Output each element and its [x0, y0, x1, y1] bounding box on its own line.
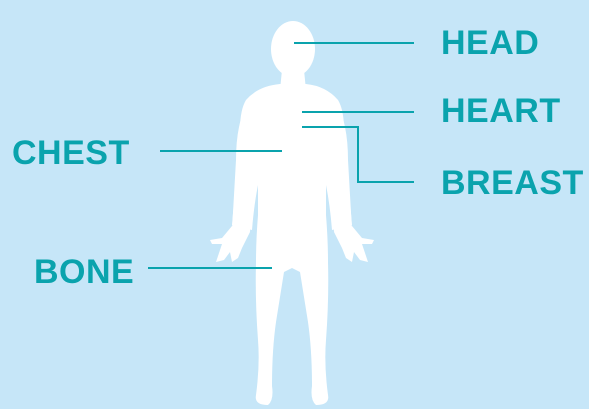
head-shape — [271, 21, 315, 77]
label-breast: BREAST — [441, 166, 584, 200]
right-hand-shape — [334, 226, 374, 262]
label-chest: CHEST — [12, 136, 130, 170]
label-head: HEAD — [441, 26, 539, 60]
left-hand-shape — [210, 226, 250, 262]
label-bone: BONE — [34, 255, 134, 289]
label-heart: HEART — [441, 94, 561, 128]
torso-legs-shape — [232, 84, 352, 405]
